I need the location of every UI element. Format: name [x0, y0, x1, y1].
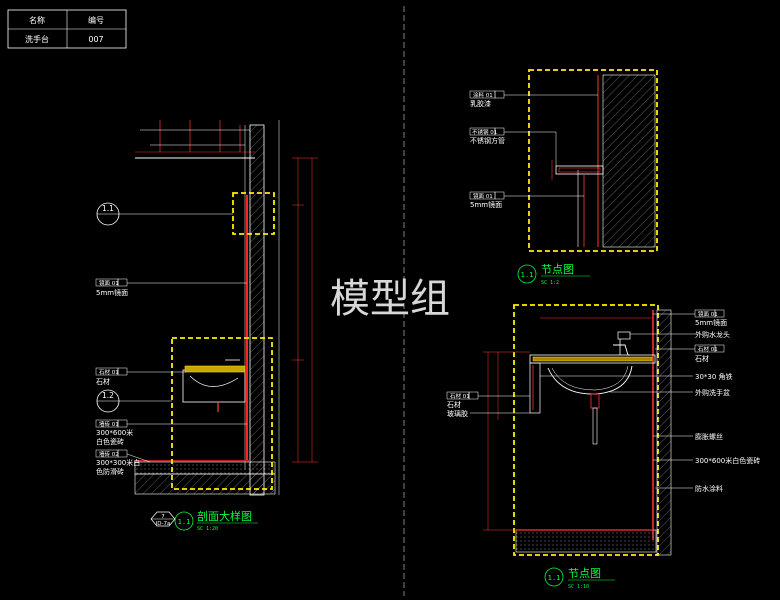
svg-text:5mm镜面: 5mm镜面 [695, 318, 727, 327]
svg-text:外购洗手盆: 外购洗手盆 [695, 388, 730, 397]
detail-bottom-scale: SC 1:10 [568, 584, 589, 590]
section-title: 剖面大样图 [197, 509, 252, 523]
svg-text:1.1: 1.1 [548, 574, 561, 582]
section-callout-floor-tile: 墙砖 02 300*300米白 色防滑砖 [95, 449, 151, 476]
table-code-value: 007 [88, 35, 103, 44]
svg-text:5mm镜面: 5mm镜面 [470, 200, 502, 209]
detail-bottom-callout-mirror: 镜面 01 5mm镜面 [653, 309, 727, 327]
svg-text:300*600米: 300*600米 [96, 428, 133, 437]
svg-text:外购水龙头: 外购水龙头 [695, 330, 730, 339]
svg-text:1.1: 1.1 [178, 518, 191, 526]
section-title-marker [174, 511, 194, 531]
svg-text:5mm镜面: 5mm镜面 [96, 288, 128, 297]
detail-marker-bottom-label: 1.2 [102, 391, 114, 400]
detail-bottom-callout-stone: 石材 01 石材 [655, 344, 725, 363]
detail-top-scale: SC 1:2 [541, 280, 559, 286]
svg-text:不锈钢方管: 不锈钢方管 [470, 136, 505, 145]
svg-text:镜面 01: 镜面 01 [473, 192, 493, 200]
svg-text:涂料 01: 涂料 01 [473, 91, 493, 99]
detail-bottom: 石材 01 石材 玻璃胶 镜面 01 5mm镜面 外购水龙头 石材 01 石材 [446, 304, 760, 590]
svg-text:墙砖 02: 墙砖 02 [99, 450, 119, 458]
section-callout-wall-tile: 墙砖 01 300*600米 白色瓷砖 [95, 419, 247, 446]
detail-top: 涂料 01 乳胶漆 不锈钢 01 不锈钢方管 镜面 01 5mm镜面 1.1 节… [469, 69, 658, 286]
svg-text:300*600米白色瓷砖: 300*600米白色瓷砖 [695, 456, 760, 465]
table-name-value: 洗手台 [25, 34, 49, 44]
svg-text:防水涂料: 防水涂料 [695, 484, 723, 493]
svg-text:30*30 角铁: 30*30 角铁 [695, 372, 733, 381]
svg-text:墙砖 01: 墙砖 01 [99, 420, 119, 428]
detail-bottom-callout-wall-tile: 300*600米白色瓷砖 [653, 456, 760, 465]
svg-text:ID-7a: ID-7a [156, 521, 171, 527]
svg-text:白色瓷砖: 白色瓷砖 [96, 437, 124, 446]
svg-text:镜面 01: 镜面 01 [99, 279, 119, 287]
svg-text:色防滑砖: 色防滑砖 [96, 467, 124, 476]
svg-text:乳胶漆: 乳胶漆 [470, 99, 491, 108]
table-header-name: 名称 [29, 15, 45, 25]
detail-top-callout-steel: 不锈钢 01 不锈钢方管 [469, 127, 557, 166]
detail-bottom-callout-angle-iron: 30*30 角铁 [540, 372, 733, 381]
section-view: 1.1 1.2 镜面 01 5mm镜面 石材 01 石材 墙砖 01 300*6… [95, 120, 318, 532]
svg-text:1.1: 1.1 [521, 271, 534, 279]
detail-bottom-title: 节点图 [568, 567, 601, 580]
svg-text:石材 01: 石材 01 [698, 345, 718, 353]
svg-text:石材 01: 石材 01 [99, 368, 119, 376]
detail-marker-top-label: 1.1 [102, 204, 114, 213]
svg-text:不锈钢 01: 不锈钢 01 [472, 128, 497, 136]
svg-text:膨胀螺丝: 膨胀螺丝 [695, 432, 723, 441]
svg-text:300*300米白: 300*300米白 [96, 458, 140, 467]
detail-bottom-callout-basin: 外购洗手盆 [610, 388, 730, 397]
title-table: 名称 编号 洗手台 007 [7, 9, 127, 49]
detail-frame-bottom [171, 337, 273, 490]
detail-top-title: 节点图 [541, 263, 574, 276]
section-callout-stone: 石材 01 石材 [95, 367, 186, 386]
section-scale: SC 1:20 [197, 526, 218, 532]
detail-bottom-callout-stone-left: 石材 01 石材 玻璃胶 [446, 391, 530, 418]
detail-bottom-callout-bolt: 膨胀螺丝 [653, 432, 723, 441]
detail-top-callout-mirror: 镜面 01 5mm镜面 [469, 191, 584, 209]
svg-text:镜面 01: 镜面 01 [698, 310, 718, 318]
watermark: 模型组 [330, 276, 450, 322]
svg-text:玻璃胶: 玻璃胶 [447, 409, 468, 418]
section-callout-mirror: 镜面 01 5mm镜面 [95, 278, 247, 297]
table-header-code: 编号 [88, 15, 104, 25]
detail-bottom-callout-waterproof: 防水涂料 [655, 484, 723, 493]
svg-text:石材 01: 石材 01 [450, 392, 470, 400]
detail-frame-top [232, 192, 275, 235]
svg-text:石材: 石材 [695, 354, 709, 363]
detail-top-callout-paint: 涂料 01 乳胶漆 [469, 90, 598, 108]
detail-bottom-callout-faucet: 外购水龙头 [630, 330, 730, 339]
svg-text:石材: 石材 [447, 400, 461, 409]
svg-text:7: 7 [161, 514, 165, 520]
svg-text:石材: 石材 [96, 377, 110, 386]
